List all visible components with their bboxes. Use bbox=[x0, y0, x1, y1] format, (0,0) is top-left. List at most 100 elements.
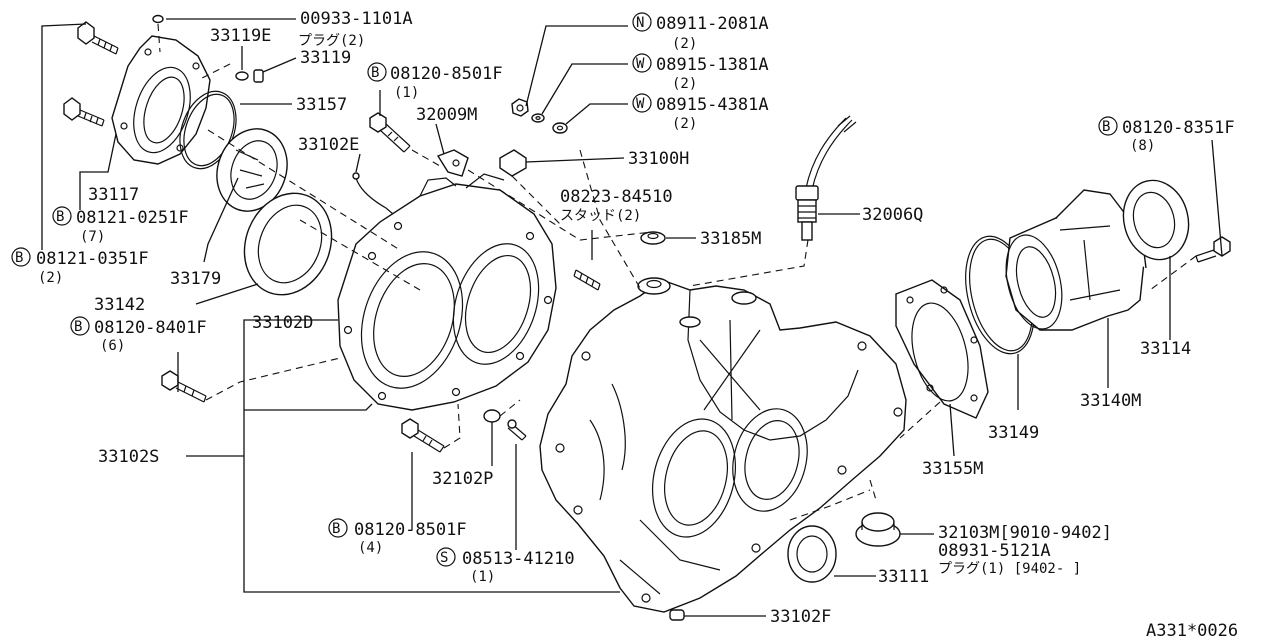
screw-part-08513 bbox=[507, 419, 527, 441]
symbol-08120-8501f-bottom: B bbox=[332, 521, 340, 537]
symbol-08915-1381: W bbox=[636, 56, 645, 72]
symbol-08121-0351f: B bbox=[15, 250, 23, 266]
alignment-dashed-lines bbox=[157, 23, 1197, 521]
label-33102e: 33102E bbox=[298, 135, 359, 155]
label-32006q: 32006Q bbox=[862, 205, 923, 225]
symbol-08120-8401f: B bbox=[74, 319, 82, 335]
qty-08513: (1) bbox=[470, 569, 495, 585]
callout-32103m: 32103M[9010-9402] 08931-5121A プラグ(1) [94… bbox=[938, 523, 1112, 577]
stud-part-08223 bbox=[573, 269, 601, 291]
label-33155m: 33155M bbox=[922, 459, 983, 479]
qty-08120-8501f-bottom: (4) bbox=[358, 540, 383, 556]
plug-part-32103m bbox=[855, 512, 901, 547]
label-00933-sub: プラグ(2) bbox=[298, 33, 365, 49]
qty-08120-8501f-top: (1) bbox=[394, 85, 419, 101]
callout-08911: N 08911-2081A (2) bbox=[632, 12, 769, 52]
label-33185m: 33185M bbox=[700, 229, 761, 249]
label-33157: 33157 bbox=[296, 95, 347, 115]
label-08513: 08513-41210 bbox=[462, 549, 575, 569]
bolt-part-08121-0351f bbox=[77, 21, 119, 55]
bolt-part-08120-8351f bbox=[1195, 236, 1231, 263]
qty-08915-4381: (2) bbox=[672, 116, 697, 132]
label-32103m: 32103M[9010-9402] bbox=[938, 523, 1112, 543]
washer-part-08915-1381 bbox=[531, 113, 545, 123]
callout-08513: S 08513-41210 (1) bbox=[436, 547, 575, 585]
bolt-part-08120-8501f-top bbox=[369, 112, 411, 153]
oil-seal-part-33179 bbox=[216, 128, 288, 212]
label-00933: 00933-1101A bbox=[300, 9, 413, 29]
label-08223-sub: スタッド(2) bbox=[560, 208, 641, 224]
callout-08223: 08223-84510 スタッド(2) bbox=[560, 187, 673, 224]
transfer-housing-part-33102s bbox=[539, 277, 907, 613]
callout-08915-1381: W 08915-1381A (2) bbox=[632, 53, 769, 92]
qty-08911: (2) bbox=[672, 36, 697, 52]
callout-08121-0351f: B 08121-0351F (2) bbox=[11, 247, 149, 286]
callout-08120-8501f-top: B 08120-8501F (1) bbox=[367, 62, 503, 101]
label-08915-4381: 08915-4381A bbox=[656, 95, 769, 115]
symbol-08911: N bbox=[636, 15, 644, 31]
figure-id: A331*0026 bbox=[1146, 621, 1238, 640]
symbol-08915-4381: W bbox=[636, 96, 645, 112]
label-08121-0351f: 08121-0351F bbox=[36, 249, 149, 269]
label-33111: 33111 bbox=[878, 567, 929, 587]
bracket-part-32009m bbox=[436, 149, 469, 177]
label-32102p: 32102P bbox=[432, 469, 493, 489]
label-33102f: 33102F bbox=[770, 607, 831, 627]
plug-part-33119e bbox=[235, 71, 249, 81]
qty-08120-8401f: (6) bbox=[100, 338, 125, 354]
label-08911: 08911-2081A bbox=[656, 14, 769, 34]
rear-cover-part-33117 bbox=[111, 35, 211, 165]
center-housing-part-33102d bbox=[337, 173, 557, 411]
breather-part-33100h bbox=[499, 149, 527, 177]
label-33102d: 33102D bbox=[252, 313, 313, 333]
label-33142: 33142 bbox=[94, 295, 145, 315]
qty-08915-1381: (2) bbox=[672, 76, 697, 92]
symbol-08120-8351f: B bbox=[1102, 119, 1110, 135]
seal-part-33142 bbox=[243, 192, 333, 296]
sensor-part-32006q bbox=[795, 115, 857, 241]
plug-part-33185m bbox=[640, 231, 666, 245]
bolt-part-08120-8501f-bottom bbox=[401, 418, 445, 453]
seal-part-33111 bbox=[787, 525, 837, 583]
callout-08121-0251f: B 08121-0251F (7) bbox=[52, 206, 189, 245]
label-08121-0251f: 08121-0251F bbox=[76, 208, 189, 228]
plug-part-33119 bbox=[253, 69, 264, 83]
label-33149: 33149 bbox=[988, 423, 1039, 443]
symbol-08121-0251f: B bbox=[56, 209, 64, 225]
label-33117: 33117 bbox=[88, 185, 139, 205]
callout-08120-8351f: B 08120-8351F (8) bbox=[1098, 116, 1235, 154]
plug-part-32102p bbox=[483, 409, 501, 423]
label-08931: 08931-5121A bbox=[938, 541, 1051, 561]
plug-part-33102f bbox=[669, 609, 685, 621]
label-33100h: 33100H bbox=[628, 149, 689, 169]
label-33179: 33179 bbox=[170, 269, 221, 289]
label-08915-1381: 08915-1381A bbox=[656, 55, 769, 75]
bolt-part-08120-8401f bbox=[161, 370, 207, 403]
hose-part-33102e bbox=[352, 172, 401, 221]
label-32009m: 32009M bbox=[416, 105, 477, 125]
label-33119e: 33119E bbox=[210, 26, 271, 46]
label-08120-8401f: 08120-8401F bbox=[94, 318, 207, 338]
seal-part-33114 bbox=[1122, 179, 1190, 261]
bolt-part-08121-0251f bbox=[63, 97, 105, 127]
qty-08121-0351f: (2) bbox=[38, 270, 63, 286]
symbol-08513: S bbox=[440, 550, 448, 566]
callout-00933: 00933-1101A プラグ(2) bbox=[298, 9, 413, 49]
leader-lines bbox=[41, 18, 1223, 617]
label-08120-8501f-bottom: 08120-8501F bbox=[354, 520, 467, 540]
label-08120-8501f-top: 08120-8501F bbox=[390, 64, 503, 84]
callout-08120-8501f-bottom: B 08120-8501F (4) bbox=[328, 518, 467, 556]
symbol-08120-8501f-top: B bbox=[371, 65, 379, 81]
label-33114: 33114 bbox=[1140, 339, 1191, 359]
label-08223: 08223-84510 bbox=[560, 187, 673, 207]
washer-part-08915-4381 bbox=[552, 122, 568, 134]
label-08931-sub: プラグ(1) [9402- ] bbox=[938, 561, 1081, 577]
qty-08121-0251f: (7) bbox=[80, 229, 105, 245]
label-08120-8351f: 08120-8351F bbox=[1122, 118, 1235, 138]
callout-08120-8401f: B 08120-8401F (6) bbox=[70, 316, 207, 354]
nut-part-08911 bbox=[511, 98, 529, 117]
label-33119: 33119 bbox=[300, 48, 351, 68]
label-33140m: 33140M bbox=[1080, 391, 1141, 411]
gasket-part-33155m bbox=[895, 279, 989, 419]
